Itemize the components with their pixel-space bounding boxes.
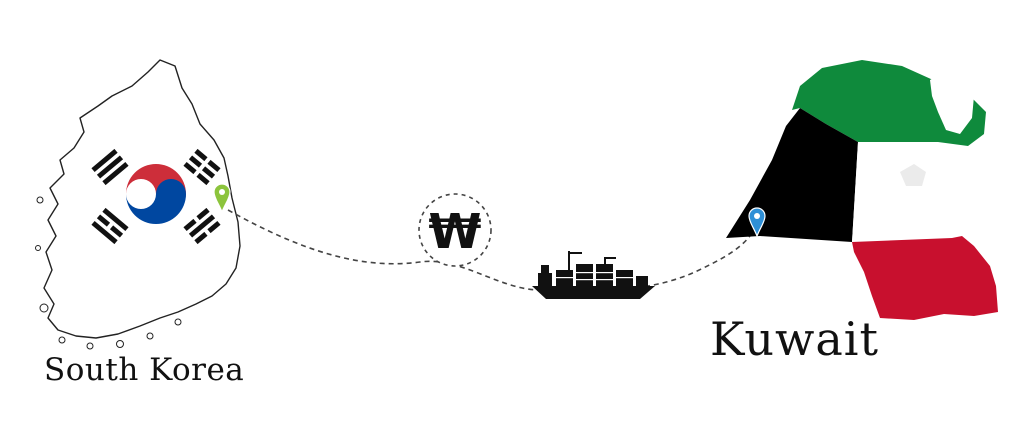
origin-country-label: South Korea	[44, 352, 245, 388]
origin-pin-icon	[213, 183, 231, 214]
kuwait-red-band	[852, 236, 998, 320]
won-symbol: ₩	[429, 204, 482, 260]
trigram-top-right	[183, 148, 221, 186]
currency-badge: ₩	[418, 193, 492, 267]
trigram-bottom-right	[183, 207, 221, 245]
destination-country-label: Kuwait	[710, 312, 879, 366]
south-korea-map	[35, 59, 241, 350]
kuwait-bubiyan-island	[930, 72, 974, 134]
cargo-ship-icon	[532, 251, 655, 299]
coastal-islands	[35, 196, 182, 350]
trigram-top-left	[91, 148, 129, 186]
kuwait-map	[726, 60, 998, 320]
route-dashed-line	[227, 209, 756, 292]
trigram-bottom-left	[91, 207, 129, 245]
kuwait-failaka-island	[900, 164, 926, 186]
kuwait-white-band	[852, 142, 962, 242]
destination-pin-icon	[748, 207, 766, 238]
kuwait-green-band	[792, 60, 986, 146]
south-korea-outline	[43, 59, 241, 339]
taegeuk-symbol	[126, 164, 186, 224]
